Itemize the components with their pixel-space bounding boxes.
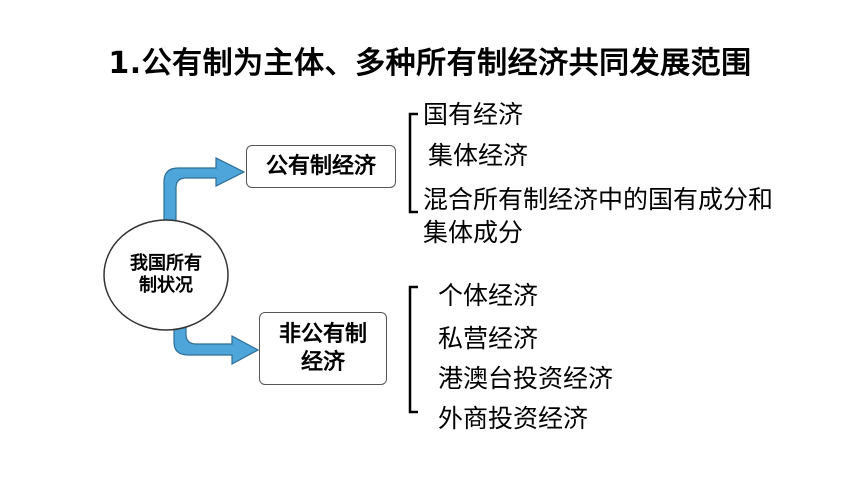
public-ownership-box: 公有制经济	[246, 145, 396, 188]
nonpublic-item-hk-macao-taiwan: 港澳台投资经济	[438, 364, 614, 393]
arrow-to-non-public-ownership	[173, 321, 260, 366]
nonpublic-item-individual: 个体经济	[438, 281, 539, 310]
brace-non-public-ownership	[408, 285, 418, 414]
page-title: 1.公有制为主体、多种所有制经济共同发展范围	[108, 46, 752, 81]
public-item-collective: 集体经济	[428, 141, 529, 170]
public-item-mixed: 混合所有制经济中的国有成分和集体成分	[423, 185, 774, 247]
public-item-state-owned: 国有经济	[423, 100, 524, 129]
nonpublic-item-foreign: 外商投资经济	[438, 404, 589, 433]
non-public-ownership-box: 非公有制经济	[259, 312, 387, 385]
nonpublic-item-private: 私营经济	[438, 324, 539, 353]
root-label: 我国所有制状况	[130, 252, 202, 297]
root-ellipse	[103, 219, 229, 331]
brace-public-ownership	[408, 112, 418, 214]
arrow-to-public-ownership	[163, 157, 246, 227]
